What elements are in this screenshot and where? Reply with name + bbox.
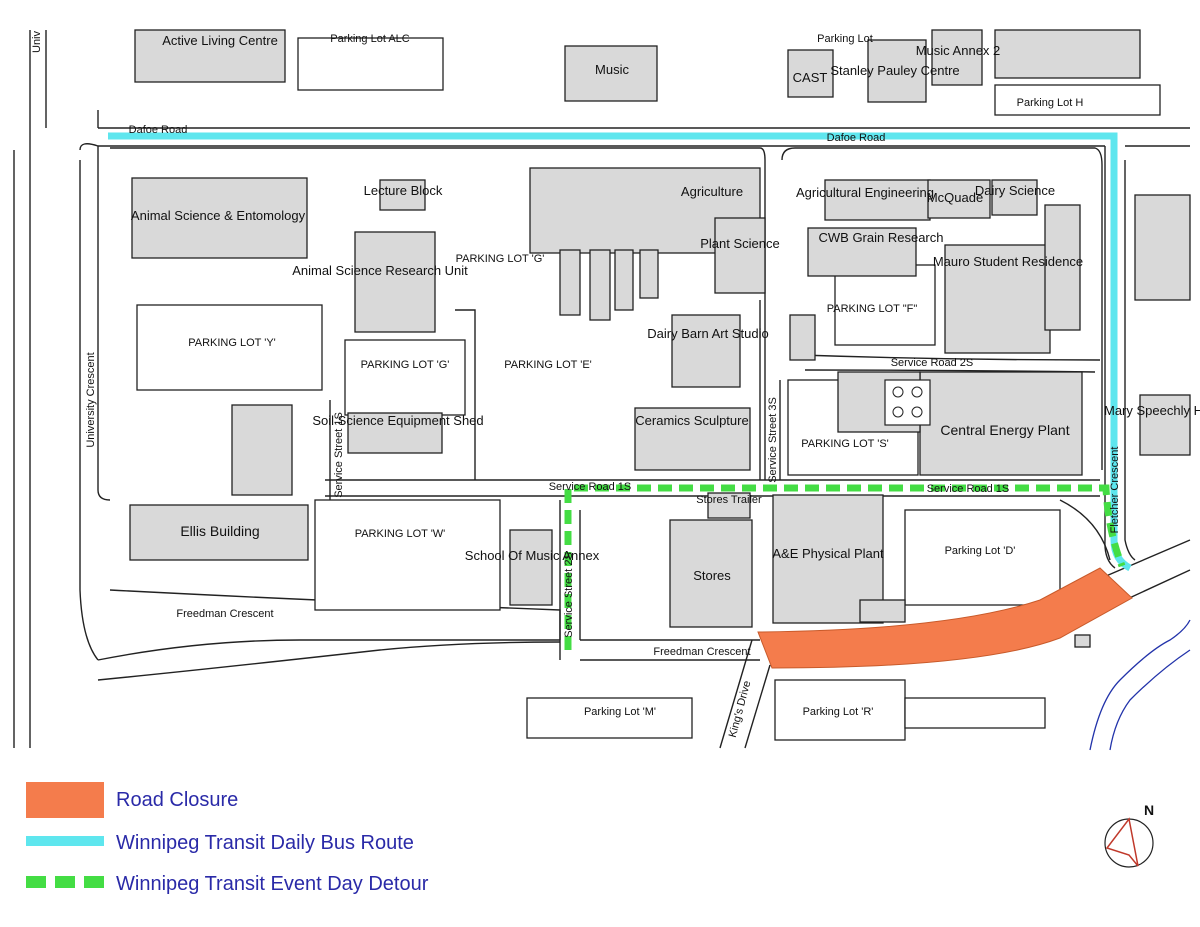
north-label: N bbox=[1144, 802, 1154, 818]
legend-closure-label: Road Closure bbox=[116, 789, 238, 811]
label-school-music-annex: School Of Music Annex bbox=[465, 548, 600, 563]
cwb-building[interactable] bbox=[807, 227, 917, 277]
as-research-building[interactable] bbox=[354, 231, 436, 333]
label-lot-r: Parking Lot 'R' bbox=[803, 706, 874, 718]
label-cast: CAST bbox=[793, 70, 828, 85]
label-lot-g-upper: PARKING LOT 'G' bbox=[456, 253, 545, 265]
label-stanley-pauley: Stanley Pauley Centre bbox=[830, 63, 959, 78]
legend-bus-label: Winnipeg Transit Daily Bus Route bbox=[116, 832, 414, 854]
road-closure-area bbox=[757, 567, 1133, 669]
lecture-block-building[interactable] bbox=[379, 179, 426, 211]
label-univ-top: Univ bbox=[31, 31, 43, 54]
label-service-street-3s: Service Street 3S bbox=[767, 397, 779, 483]
label-lot-w: PARKING LOT 'W' bbox=[355, 528, 446, 540]
ag-engineering-building[interactable] bbox=[824, 179, 931, 221]
label-animal-science: Animal Science & Entomology bbox=[131, 208, 306, 223]
animal-science-building[interactable] bbox=[131, 177, 308, 259]
label-fletcher-crescent: Fletcher Crescent bbox=[1109, 447, 1121, 534]
mcquade-building[interactable] bbox=[927, 179, 991, 219]
label-freedman-b: Freedman Crescent bbox=[653, 646, 750, 658]
music-building[interactable] bbox=[564, 45, 658, 102]
building-labels: Active Living Centre Music CAST Stanley … bbox=[131, 33, 1200, 583]
legend: Road Closure Winnipeg Transit Daily Bus … bbox=[26, 782, 429, 895]
label-lot-f: PARKING LOT "F" bbox=[827, 303, 918, 315]
north-arrow-icon: N bbox=[1104, 802, 1154, 868]
label-freedman-a: Freedman Crescent bbox=[176, 608, 273, 620]
label-ellis: Ellis Building bbox=[180, 523, 259, 539]
label-dairy-science: Dairy Science bbox=[975, 183, 1055, 198]
label-lecture-block: Lecture Block bbox=[364, 183, 443, 198]
label-active-living: Active Living Centre bbox=[162, 33, 278, 48]
stores-trailer-building[interactable] bbox=[707, 492, 751, 519]
cast-building[interactable] bbox=[787, 49, 834, 98]
stores-building[interactable] bbox=[669, 519, 753, 628]
label-service-road-1s-a: Service Road 1S bbox=[549, 481, 632, 493]
dairy-science-building[interactable] bbox=[991, 179, 1038, 216]
label-central-energy: Central Energy Plant bbox=[940, 422, 1069, 438]
label-cwb: CWB Grain Research bbox=[819, 230, 944, 245]
label-lot-e: PARKING LOT 'E' bbox=[504, 359, 592, 371]
label-lot-y: PARKING LOT 'Y' bbox=[188, 337, 276, 349]
label-ae-plant: A&E Physical Plant bbox=[772, 546, 884, 561]
label-lot-d: Parking Lot 'D' bbox=[945, 545, 1016, 557]
label-dafoe-right: Dafoe Road bbox=[827, 132, 886, 144]
label-lot-h: Parking Lot H bbox=[1017, 97, 1084, 109]
music-annex-building[interactable] bbox=[931, 29, 983, 86]
event-day-detour bbox=[564, 484, 1126, 650]
ceramics-building[interactable] bbox=[634, 407, 751, 471]
label-service-road-1s-b: Service Road 1S bbox=[927, 483, 1010, 495]
label-lot-s: PARKING LOT 'S' bbox=[801, 438, 889, 450]
soil-science-building[interactable] bbox=[347, 412, 443, 454]
label-dairy-barn: Dairy Barn Art Studio bbox=[647, 326, 768, 341]
label-service-street-2s: Service Street 2S bbox=[563, 552, 575, 638]
label-plant-science: Plant Science bbox=[700, 236, 780, 251]
ellis-building[interactable] bbox=[129, 504, 309, 561]
stanley-pauley-building[interactable] bbox=[867, 39, 927, 103]
parking-lots bbox=[136, 37, 1161, 741]
label-music: Music bbox=[595, 62, 629, 77]
label-as-research: Animal Science Research Unit bbox=[292, 263, 468, 278]
label-stores-trailer: Stores Trailer bbox=[696, 494, 762, 506]
dairy-barn-building[interactable] bbox=[671, 314, 741, 388]
label-lot-alc: Parking Lot ALC bbox=[330, 33, 410, 45]
mary-speechly-building[interactable] bbox=[1139, 394, 1191, 456]
mauro-building[interactable] bbox=[944, 244, 1051, 354]
label-lot-g: PARKING LOT 'G' bbox=[361, 359, 450, 371]
legend-bus-swatch bbox=[26, 836, 104, 846]
label-mary-speechly: Mary Speechly Hall bbox=[1104, 403, 1200, 418]
active-living-building[interactable] bbox=[134, 29, 286, 83]
label-ceramics: Ceramics Sculpture bbox=[635, 413, 748, 428]
label-lot-small: Parking Lot bbox=[817, 33, 873, 45]
legend-closure-swatch bbox=[26, 782, 104, 818]
label-agriculture: Agriculture bbox=[681, 184, 743, 199]
label-service-street-1s: Service Street 1S bbox=[333, 412, 345, 498]
label-lot-m: Parking Lot 'M' bbox=[584, 706, 656, 718]
label-mcquade: McQuade bbox=[927, 190, 983, 205]
parking-labels: Parking Lot ALC Parking Lot Parking Lot … bbox=[188, 33, 1083, 718]
label-ag-engineering: Agricultural Engineering bbox=[796, 185, 934, 200]
plant-science-building[interactable] bbox=[714, 217, 766, 294]
label-soil-science: Soil Science Equipment Shed bbox=[312, 413, 483, 428]
legend-detour-label: Winnipeg Transit Event Day Detour bbox=[116, 873, 429, 895]
buildings-layer bbox=[129, 29, 1191, 648]
label-service-road-2s: Service Road 2S bbox=[891, 357, 974, 369]
label-dafoe-left: Dafoe Road bbox=[129, 124, 188, 136]
label-mauro: Mauro Student Residence bbox=[933, 254, 1083, 269]
school-music-annex-building[interactable] bbox=[509, 529, 553, 606]
label-music-annex: Music Annex 2 bbox=[916, 43, 1001, 58]
central-energy-building[interactable] bbox=[919, 371, 1083, 476]
label-university-crescent: University Crescent bbox=[85, 352, 97, 447]
label-stores: Stores bbox=[693, 568, 731, 583]
